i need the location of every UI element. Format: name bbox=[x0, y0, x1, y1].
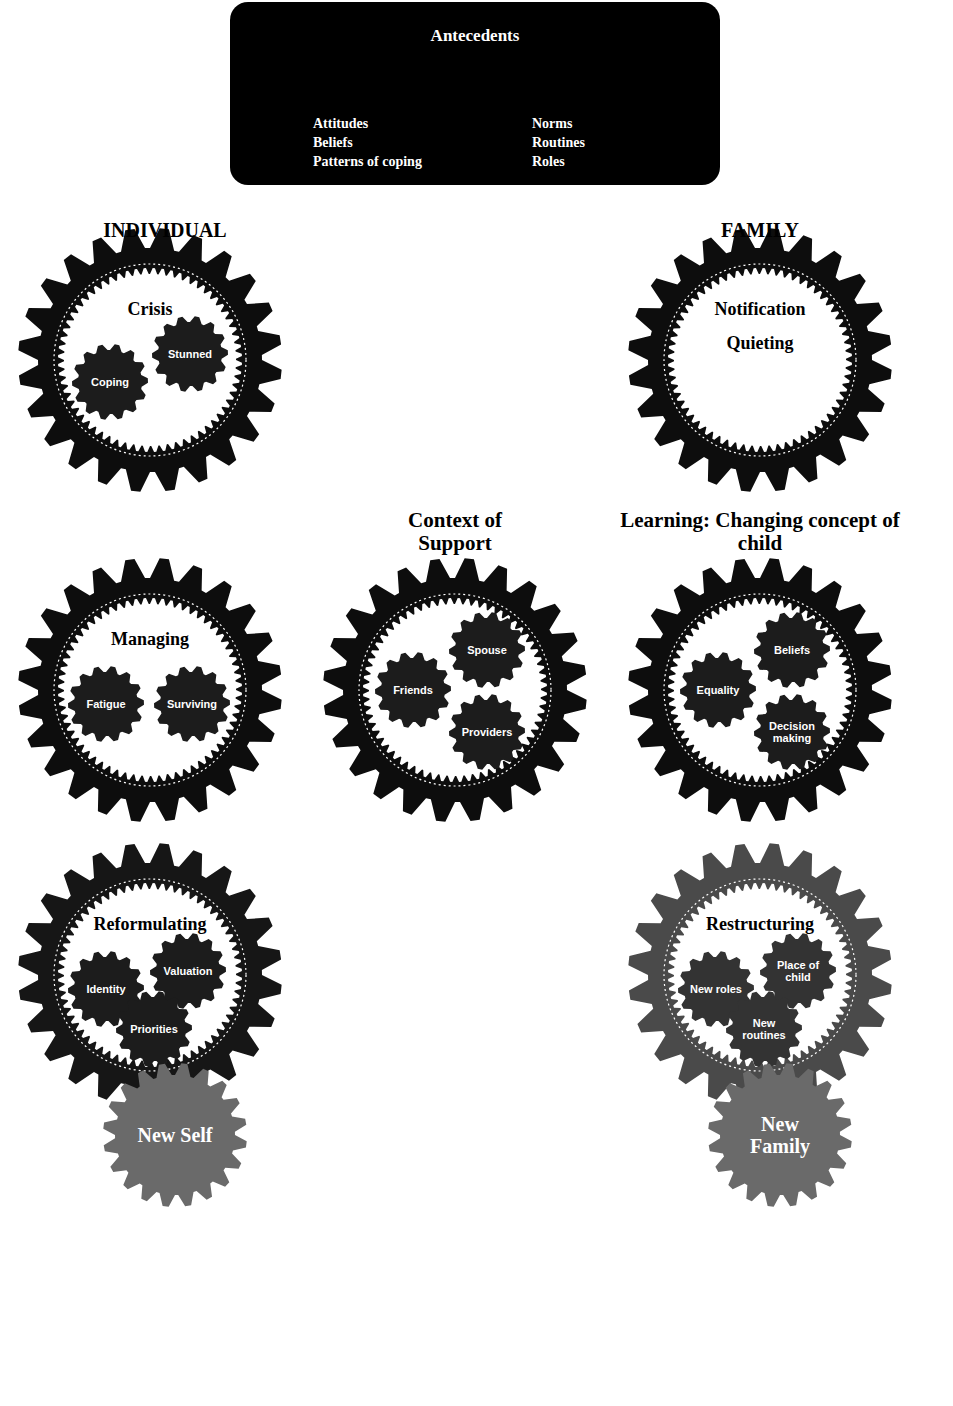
gear-node: Learning: Changing concept of childBelie… bbox=[628, 558, 892, 822]
gear-text: Quieting bbox=[698, 334, 822, 354]
gear-outline bbox=[449, 694, 525, 769]
gear-label: Identity bbox=[77, 983, 135, 995]
gear-outline bbox=[18, 558, 281, 821]
antecedent-item: Routines bbox=[532, 135, 702, 151]
gear-shape bbox=[628, 843, 892, 1107]
gear-outline bbox=[726, 991, 802, 1066]
gear-outline bbox=[449, 612, 525, 687]
gear-shape bbox=[323, 558, 587, 822]
gear-rim bbox=[664, 594, 856, 786]
gear-outline bbox=[152, 316, 228, 391]
gear-heading: Restructuring bbox=[698, 915, 822, 935]
gear-outline bbox=[754, 694, 830, 769]
inner-gear: Stunned bbox=[152, 316, 228, 392]
gear-label: New roles bbox=[687, 983, 745, 995]
gear-outline bbox=[680, 652, 756, 727]
antecedent-item: Attitudes bbox=[313, 116, 503, 132]
gear-shape bbox=[628, 228, 892, 492]
inner-gear: Priorities bbox=[116, 991, 192, 1067]
result-gear: New Family bbox=[708, 1063, 852, 1207]
gear-heading: Reformulating bbox=[88, 915, 212, 935]
gear-outline bbox=[18, 228, 281, 491]
gear-outline bbox=[628, 558, 891, 821]
gear-shape bbox=[18, 558, 282, 822]
inner-gear: Spouse bbox=[449, 612, 525, 688]
inner-gear: Friends bbox=[375, 652, 451, 728]
gear-rim bbox=[54, 879, 246, 1071]
gear-shape bbox=[18, 843, 282, 1107]
inner-gear: Decision making bbox=[754, 694, 830, 770]
inner-gear: Equality bbox=[680, 652, 756, 728]
gear-outline bbox=[323, 558, 586, 821]
gear-node: RestructuringPlace of childNew rolesNew … bbox=[628, 843, 892, 1107]
gear-rim bbox=[54, 264, 246, 456]
antecedent-item: Beliefs bbox=[313, 135, 503, 151]
gear-outline bbox=[103, 1063, 246, 1206]
antecedent-item: Roles bbox=[532, 154, 702, 170]
gear-heading: Learning: Changing concept of child bbox=[615, 509, 905, 555]
gear-label: Spouse bbox=[458, 644, 516, 656]
gear-shape bbox=[18, 228, 282, 492]
inner-gear: Coping bbox=[72, 344, 148, 420]
gear-label: New Self bbox=[125, 1124, 225, 1146]
gear-outline bbox=[628, 843, 891, 1106]
gear-label: New routines bbox=[735, 1017, 793, 1041]
gear-outline bbox=[375, 652, 451, 727]
gear-outline bbox=[18, 843, 281, 1106]
gear-rim bbox=[359, 594, 551, 786]
gear-node: ReformulatingValuationIdentityPriorities bbox=[18, 843, 282, 1107]
gear-node: NotificationQuieting bbox=[628, 228, 892, 492]
gear-label: Valuation bbox=[159, 965, 217, 977]
gear-heading: Crisis bbox=[88, 300, 212, 320]
gear-label: Surviving bbox=[163, 698, 221, 710]
gear-label: Coping bbox=[81, 376, 139, 388]
gear-rim bbox=[664, 879, 856, 1071]
gear-node: ManagingFatigue Surviving bbox=[18, 558, 282, 822]
antecedents-box: AntecedentsAttitudesBeliefsPatterns of c… bbox=[230, 2, 720, 185]
gear-label: Fatigue bbox=[77, 698, 135, 710]
gear-heading: Context of Support bbox=[370, 509, 540, 555]
gear-outline bbox=[628, 228, 891, 491]
gear-heading: Notification bbox=[698, 300, 822, 320]
gear-rim bbox=[664, 264, 856, 456]
gear-outline bbox=[754, 612, 830, 687]
gear-outline bbox=[154, 666, 230, 741]
gear-label: Beliefs bbox=[763, 644, 821, 656]
gear-outline bbox=[68, 666, 144, 741]
gear-node: CrisisCoping Stunned bbox=[18, 228, 282, 492]
gear-heading: Managing bbox=[88, 630, 212, 650]
antecedent-item: Patterns of coping bbox=[313, 154, 503, 170]
gear-label: Place of child bbox=[769, 959, 827, 983]
gear-outline bbox=[116, 991, 192, 1066]
gear-label: Decision making bbox=[763, 720, 821, 744]
column-label: INDIVIDUAL bbox=[65, 219, 265, 242]
gear-outline bbox=[72, 344, 148, 419]
gear-node: Context of SupportSpouseFriendsProviders bbox=[323, 558, 587, 822]
gear-rim bbox=[54, 594, 246, 786]
gear-label: Equality bbox=[689, 684, 747, 696]
gear-label: Stunned bbox=[161, 348, 219, 360]
inner-gear: New routines bbox=[726, 991, 802, 1067]
gear-label: New Family bbox=[730, 1113, 830, 1157]
gear-label: Priorities bbox=[125, 1023, 183, 1035]
inner-gear: Providers bbox=[449, 694, 525, 770]
gear-label: Friends bbox=[384, 684, 442, 696]
box-heading: Antecedents bbox=[230, 26, 720, 46]
column-label: FAMILY bbox=[660, 219, 860, 242]
inner-gear: Beliefs bbox=[754, 612, 830, 688]
gear-outline bbox=[708, 1063, 851, 1206]
result-gear: New Self bbox=[103, 1063, 247, 1207]
inner-gear: Fatigue bbox=[68, 666, 144, 742]
gear-shape bbox=[628, 558, 892, 822]
gear-label: Providers bbox=[458, 726, 516, 738]
inner-gear: Surviving bbox=[154, 666, 230, 742]
antecedent-item: Norms bbox=[532, 116, 702, 132]
